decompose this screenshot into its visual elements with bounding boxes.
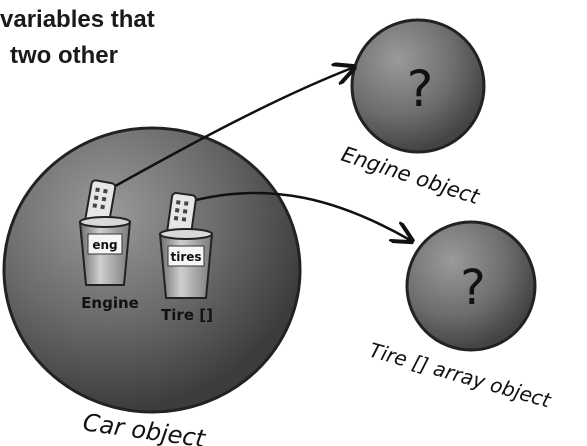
tire-array-object-question-mark: ? xyxy=(460,260,485,316)
tires-cup-label: tires xyxy=(170,250,201,264)
engine-object-question-mark: ? xyxy=(407,60,434,118)
engine-type-label: Engine xyxy=(81,294,139,312)
tires-type-label: Tire [] xyxy=(161,306,213,324)
engine-object-sphere: ? xyxy=(352,20,484,152)
tire-array-object-sphere: ? xyxy=(407,222,535,350)
engine-cup-label: eng xyxy=(92,238,117,252)
car-object-label: Car object xyxy=(81,408,208,446)
car-object-sphere xyxy=(4,128,300,412)
